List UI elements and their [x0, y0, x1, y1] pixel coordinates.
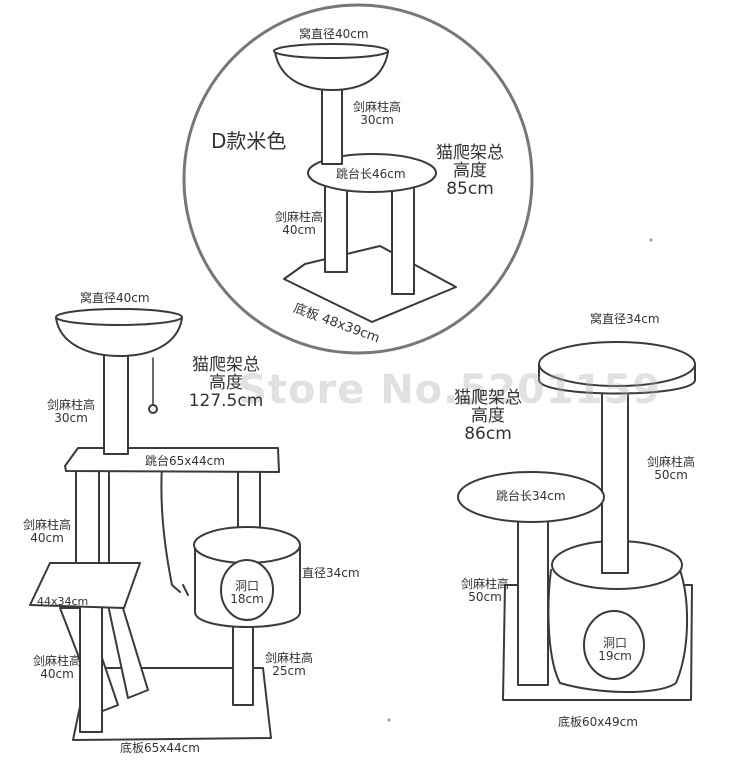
right-post-top — [601, 387, 629, 574]
left-condo-hole — [220, 559, 274, 621]
right-post-bottom-name: 剑麻柱高 — [460, 577, 509, 591]
left-model-drawing — [29, 308, 301, 741]
right-post-bottom-label: 剑麻柱高 50cm — [454, 578, 516, 603]
d-nest-diameter-label: 窝直径40cm — [299, 27, 369, 41]
right-base-label: 底板60x49cm — [558, 715, 638, 729]
d-nest-bowl — [274, 51, 389, 91]
d-post-top — [321, 79, 343, 165]
left-hole-name: 洞口 — [234, 579, 259, 593]
left-platform-label: 跳台65x44cm — [145, 454, 225, 468]
d-post-bottom-name: 剑麻柱高 — [274, 210, 323, 224]
left-post-mid-name: 剑麻柱高 — [22, 518, 71, 532]
d-post-top-label: 剑麻柱高 30cm — [346, 101, 408, 126]
dot-mark-a — [387, 718, 391, 722]
d-platform-label: 跳台长46cm — [336, 167, 406, 181]
d-total-height-value: 85cm — [446, 178, 494, 199]
right-hole-value: 19cm — [598, 648, 632, 663]
left-post-top-name: 剑麻柱高 — [46, 398, 95, 412]
d-total-height-label: 猫爬架总 高度 85cm — [426, 143, 514, 199]
d-model-drawing — [182, 3, 534, 355]
right-post-bottom-value: 50cm — [468, 589, 502, 604]
left-post-right-label: 剑麻柱高 25cm — [258, 652, 320, 677]
d-post-right — [391, 179, 415, 295]
dot-mark-b — [649, 238, 653, 242]
right-total-height-value: 86cm — [464, 423, 512, 444]
left-ball-toy — [148, 404, 158, 414]
left-hole-label: 洞口 18cm — [218, 580, 276, 605]
left-total-height-line1: 猫爬架总 — [192, 355, 260, 375]
d-post-bottom-label: 剑麻柱高 40cm — [268, 211, 330, 236]
right-total-height-label: 猫爬架总 高度 86cm — [444, 388, 532, 444]
right-hole-label: 洞口 19cm — [586, 637, 644, 662]
right-model-drawing — [457, 341, 696, 701]
right-condo-hole — [583, 610, 645, 680]
left-post-top — [103, 345, 129, 455]
right-total-height-line1: 猫爬架总 — [454, 388, 522, 408]
right-nest-diameter-label: 窝直径34cm — [590, 312, 660, 326]
d-total-height-line2: 高度 — [453, 160, 487, 181]
left-small-platform — [29, 562, 141, 609]
left-post-top-label: 剑麻柱高 30cm — [40, 399, 102, 424]
left-base-label: 底板65x44cm — [120, 741, 200, 755]
left-post-top-value: 30cm — [54, 410, 88, 425]
left-nest-rim — [55, 308, 183, 326]
right-post-bottom — [517, 509, 549, 686]
left-post-bottom-label: 剑麻柱高 40cm — [26, 655, 88, 680]
left-post-mid-value: 40cm — [30, 530, 64, 545]
right-platform-label: 跳台长34cm — [496, 489, 566, 503]
left-nest-bowl — [55, 317, 183, 357]
left-post-right — [232, 624, 254, 706]
left-condo-top — [193, 526, 301, 564]
left-total-height-line2: 高度 — [209, 372, 243, 393]
d-total-height-line1: 猫爬架总 — [436, 143, 504, 163]
d-nest-rim — [273, 43, 389, 59]
d-model-title: D款米色 — [211, 129, 287, 153]
right-nest-top — [538, 341, 696, 387]
right-hole-name: 洞口 — [602, 636, 627, 650]
store-watermark: Store No.5201159 — [238, 367, 662, 413]
d-post-bottom-value: 40cm — [282, 222, 316, 237]
left-post-right-value: 25cm — [272, 663, 306, 678]
right-post-top-value: 50cm — [654, 467, 688, 482]
left-small-platform-label: 44x34cm — [37, 595, 89, 608]
left-post-bottom-name: 剑麻柱高 — [32, 654, 81, 668]
left-rope-toy — [160, 465, 189, 596]
right-post-top-label: 剑麻柱高 50cm — [640, 456, 702, 481]
left-condo-diameter-label: 直径34cm — [302, 566, 360, 580]
left-post-mid-label: 剑麻柱高 40cm — [16, 519, 78, 544]
right-post-top-name: 剑麻柱高 — [646, 455, 695, 469]
left-hole-value: 18cm — [230, 591, 264, 606]
d-post-top-name: 剑麻柱高 — [352, 100, 401, 114]
d-post-top-value: 30cm — [360, 112, 394, 127]
right-total-height-line2: 高度 — [471, 405, 505, 426]
left-total-height-label: 猫爬架总 高度 127.5cm — [178, 355, 274, 411]
left-post-right-name: 剑麻柱高 — [264, 651, 313, 665]
left-nest-diameter-label: 窝直径40cm — [80, 291, 150, 305]
left-post-bottom-value: 40cm — [40, 666, 74, 681]
left-total-height-value: 127.5cm — [188, 390, 264, 411]
right-platform — [457, 471, 605, 523]
